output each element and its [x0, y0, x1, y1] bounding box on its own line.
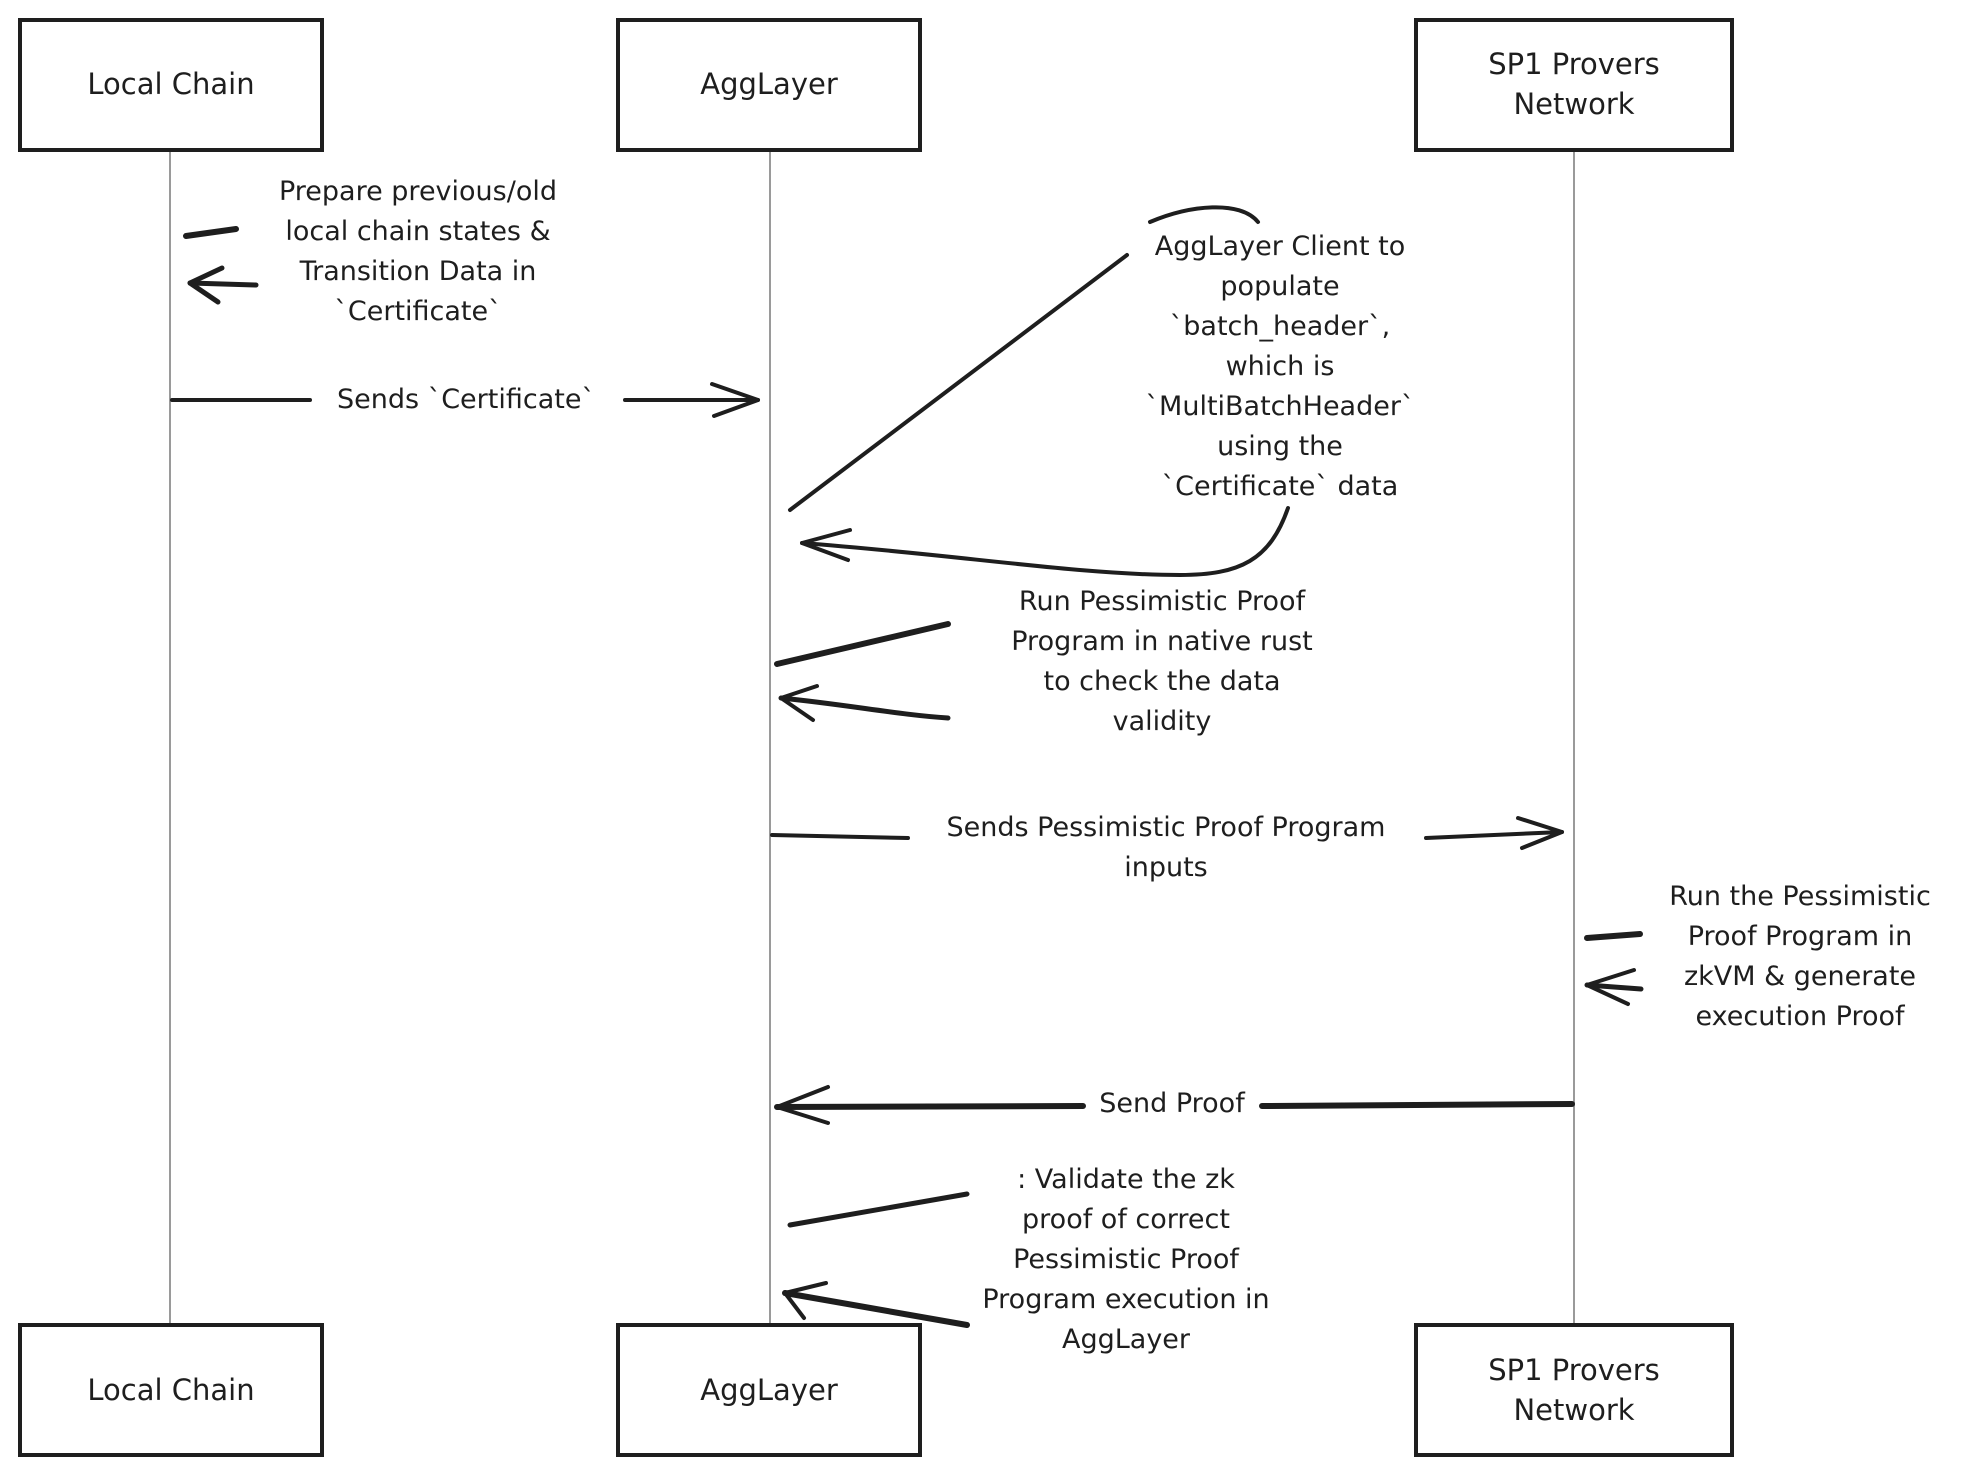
message-label: Program execution in — [982, 1284, 1269, 1315]
message-label: Pessimistic Proof — [1013, 1244, 1240, 1275]
arrowhead-icon — [710, 382, 760, 418]
arrowhead-icon — [775, 1085, 830, 1125]
message-label: local chain states & — [285, 216, 550, 247]
message-label: `Certificate` — [334, 296, 501, 327]
message-label: which is — [1226, 351, 1335, 382]
message-label: Program in native rust — [1011, 626, 1312, 657]
arrowhead-icon — [779, 684, 819, 722]
message-line — [1148, 205, 1260, 224]
message-sends-pp-inputs: Sends Pessimistic Proof Program inputs — [770, 812, 1564, 883]
message-line — [1259, 1101, 1575, 1109]
message-populate-batch-header: AggLayer Client to populate `batch_heade… — [788, 205, 1415, 577]
message-validate-zk-proof: : Validate the zk proof of correct Pessi… — [782, 1164, 1270, 1355]
message-label: `MultiBatchHeader` — [1146, 391, 1415, 422]
message-label: execution Proof — [1695, 1001, 1906, 1032]
actor-label: SP1 Provers — [1488, 47, 1660, 81]
message-line — [187, 280, 259, 288]
message-label: zkVM & generate — [1684, 961, 1916, 992]
message-run-native-pp: Run Pessimistic Proof Program in native … — [774, 586, 1313, 737]
arrowhead-icon — [1516, 816, 1564, 850]
message-line — [774, 621, 951, 667]
message-label: Sends Pessimistic Proof Program — [947, 812, 1386, 843]
message-line — [1424, 830, 1564, 840]
message-label: validity — [1113, 706, 1212, 737]
message-label: AggLayer — [1062, 1324, 1191, 1355]
message-line — [1584, 982, 1644, 992]
message-label: Run Pessimistic Proof — [1019, 586, 1307, 617]
actor-top-sp1-provers-network: SP1 Provers Network — [1414, 18, 1734, 152]
actor-label: Network — [1513, 1393, 1634, 1427]
message-run-zkvm: Run the Pessimistic Proof Program in zkV… — [1584, 881, 1931, 1032]
actor-label: AggLayer — [700, 67, 838, 101]
actor-top-local-chain: Local Chain — [18, 18, 324, 152]
arrowhead-icon — [187, 265, 225, 305]
message-label: Send Proof — [1099, 1088, 1246, 1119]
message-label: : Validate the zk — [1017, 1164, 1235, 1195]
message-sends-certificate: Sends `Certificate` — [170, 382, 760, 418]
message-label: `Certificate` data — [1162, 471, 1399, 502]
message-line — [800, 506, 1290, 577]
message-label: populate — [1220, 271, 1339, 302]
message-label: Proof Program in — [1688, 921, 1913, 952]
message-label: Prepare previous/old — [279, 176, 557, 207]
actor-bottom-local-chain: Local Chain — [18, 1323, 324, 1457]
message-prepare-certificate: Prepare previous/old local chain states … — [183, 176, 557, 327]
message-line — [787, 1191, 970, 1228]
arrowhead-icon — [783, 1281, 828, 1320]
message-label: AggLayer Client to — [1155, 231, 1405, 262]
actor-label: AggLayer — [700, 1373, 838, 1407]
actor-top-agglayer: AggLayer — [616, 18, 922, 152]
message-label: to check the data — [1043, 666, 1280, 697]
message-label: Run the Pessimistic — [1669, 881, 1931, 912]
actor-bottom-sp1-provers-network: SP1 Provers Network — [1414, 1323, 1734, 1457]
message-line — [778, 695, 951, 721]
message-label: inputs — [1124, 852, 1208, 883]
message-label: proof of correct — [1022, 1204, 1230, 1235]
message-send-proof: Send Proof — [774, 1085, 1575, 1125]
arrowhead-icon — [800, 528, 852, 562]
message-line — [774, 1103, 1086, 1110]
message-line — [788, 253, 1129, 512]
actor-label: Local Chain — [87, 67, 254, 101]
actor-label: Network — [1513, 87, 1634, 121]
actor-label: Local Chain — [87, 1373, 254, 1407]
message-line — [782, 1290, 970, 1328]
message-label: Sends `Certificate` — [337, 384, 595, 415]
message-line — [1584, 931, 1643, 941]
actor-label: SP1 Provers — [1488, 1353, 1660, 1387]
arrowhead-icon — [1585, 968, 1636, 1006]
actor-bottom-agglayer: AggLayer — [616, 1323, 922, 1457]
message-label: `batch_header`, — [1170, 311, 1390, 342]
message-line — [770, 833, 910, 840]
message-line — [183, 226, 239, 239]
message-label: using the — [1217, 431, 1343, 462]
message-label: Transition Data in — [299, 256, 537, 287]
